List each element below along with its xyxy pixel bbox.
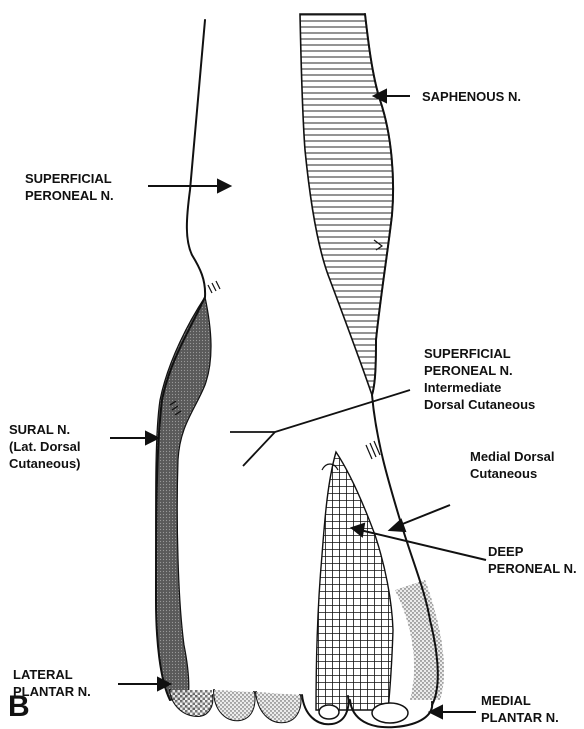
figure-label: B: [8, 690, 30, 724]
label-superficial-peroneal-intermediate: SUPERFICIAL PERONEAL N. Intermediate Dor…: [424, 345, 535, 413]
deep-peroneal-region: [316, 452, 393, 710]
saphenous-region: [300, 14, 393, 395]
label-deep-peroneal: DEEP PERONEAL N.: [488, 543, 577, 577]
label-medial-plantar: MEDIAL PLANTAR N.: [481, 692, 559, 726]
label-saphenous: SAPHENOUS N.: [422, 88, 521, 105]
toe-3-fill: [256, 692, 300, 722]
label-sural: SURAL N. (Lat. Dorsal Cutaneous): [9, 421, 81, 472]
intermediate-branch-line: [230, 390, 410, 466]
sural-region: [156, 297, 211, 700]
label-superficial-peroneal: SUPERFICIAL PERONEAL N.: [25, 170, 114, 204]
toe-4-fill: [214, 690, 254, 720]
label-medial-dorsal-cutaneous: Medial Dorsal Cutaneous: [470, 448, 555, 482]
lateral-plantar-region: [170, 690, 212, 716]
